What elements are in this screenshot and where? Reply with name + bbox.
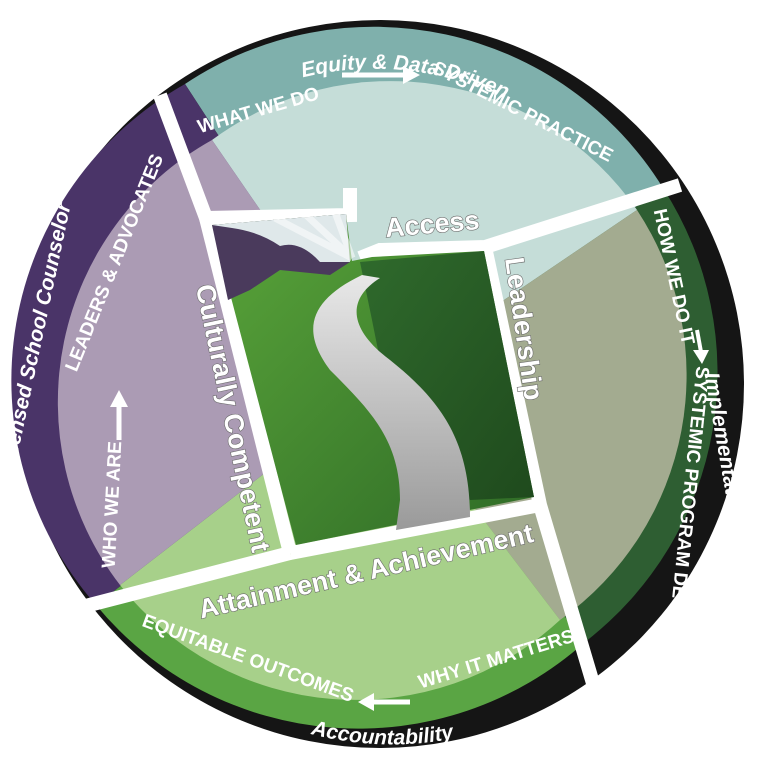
arrow-down-icon [693,329,709,364]
arrow-up-icon [110,390,128,440]
leadership-fill [380,210,687,620]
winding-road [313,275,470,530]
landscape-illustration [212,210,534,545]
culturally-competent-fill [57,140,381,585]
arrow-right-icon [342,66,420,84]
arrow-left-icon [358,693,410,711]
access-fill [212,81,637,384]
